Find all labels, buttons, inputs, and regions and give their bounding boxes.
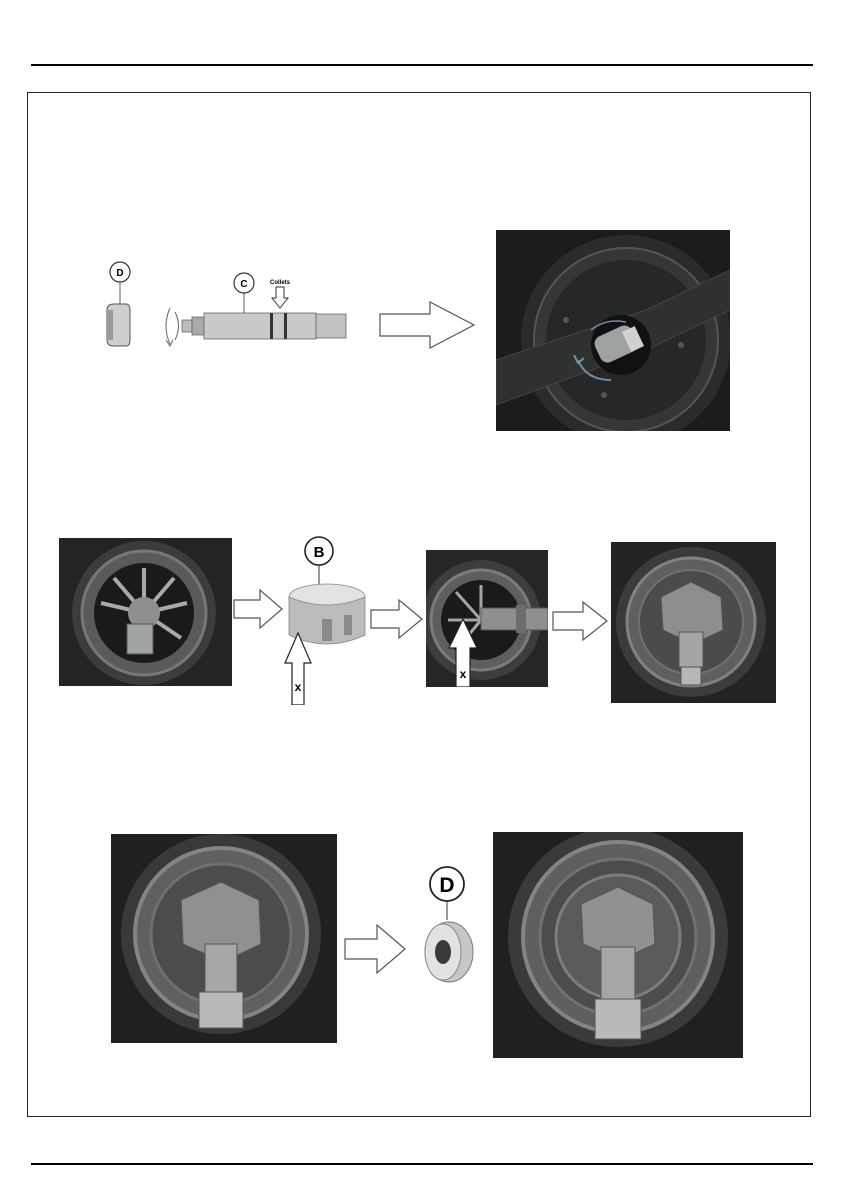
photo-after-cap xyxy=(493,832,743,1058)
footer-rule xyxy=(31,1163,813,1165)
label-collets: Collets xyxy=(270,280,291,286)
photo-tool-inserted: x xyxy=(426,550,548,687)
photo-gear-hub xyxy=(59,538,232,686)
arrow-right-icon-3 xyxy=(369,598,424,640)
photo-nut-installed xyxy=(611,542,776,703)
arrow-right-icon-2 xyxy=(232,588,284,630)
header-rule xyxy=(31,64,813,66)
label-d-small: D xyxy=(116,268,123,279)
tool-c-drawing: C Collets xyxy=(160,268,355,350)
label-c: C xyxy=(240,279,247,290)
label-b: B xyxy=(314,544,325,561)
arrow-right-icon-4 xyxy=(551,600,609,642)
x-arrow-overlay: x xyxy=(448,618,478,687)
label-d-large: D xyxy=(439,874,454,897)
label-x-1: x xyxy=(295,680,302,694)
arrow-right-icon-5 xyxy=(343,923,407,975)
tool-b-drawing: B x xyxy=(282,535,372,705)
tool-d-drawing: D xyxy=(100,258,140,350)
photo-before-cap xyxy=(111,834,337,1043)
tool-d-large-drawing: D xyxy=(413,862,479,992)
photo-installed-shaft xyxy=(496,230,730,431)
label-x-2: x xyxy=(460,667,467,681)
arrow-right-icon xyxy=(378,300,478,350)
